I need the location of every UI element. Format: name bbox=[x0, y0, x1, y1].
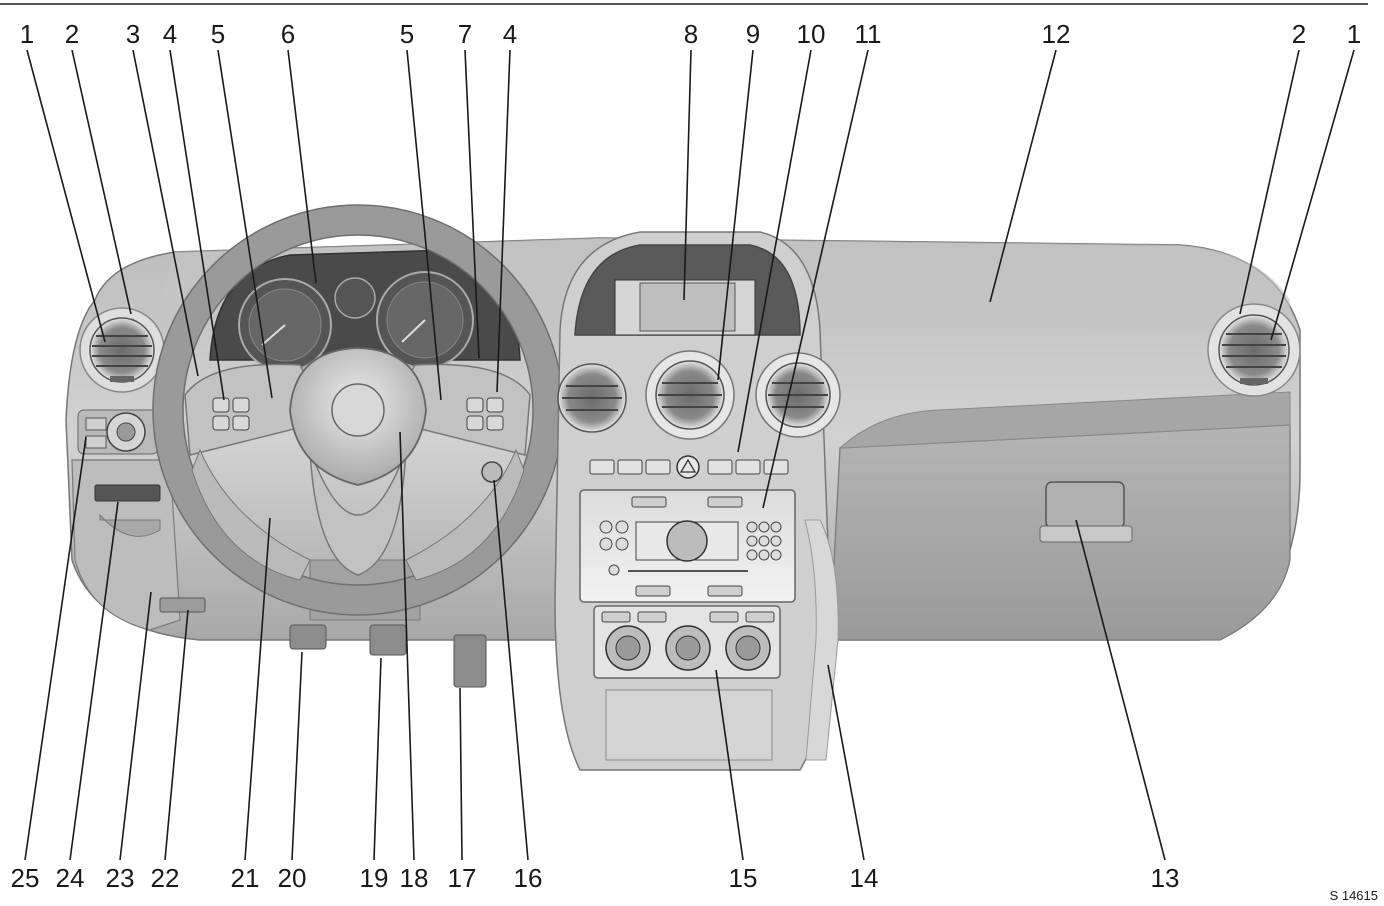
callout-number: 12 bbox=[1042, 19, 1071, 49]
driver-lower-panel bbox=[71, 459, 181, 631]
left-side-vent bbox=[79, 307, 165, 393]
callout-number: 2 bbox=[65, 19, 79, 49]
audio-system bbox=[579, 489, 796, 603]
callout-number: 4 bbox=[163, 19, 177, 49]
callout-number: 1 bbox=[20, 19, 34, 49]
storage-slot bbox=[94, 484, 161, 502]
callout-number: 6 bbox=[281, 19, 295, 49]
instrument-cluster bbox=[209, 249, 521, 372]
callout-number: 15 bbox=[729, 863, 758, 893]
callout-number: 18 bbox=[400, 863, 429, 893]
brake-pedal bbox=[369, 624, 407, 656]
callout-number: 23 bbox=[106, 863, 135, 893]
callout-number: 14 bbox=[850, 863, 879, 893]
console-side-trim bbox=[804, 519, 839, 761]
callout-number: 2 bbox=[1292, 19, 1306, 49]
callout-number: 16 bbox=[514, 863, 543, 893]
climate-control bbox=[593, 605, 781, 679]
callout-number: 13 bbox=[1151, 863, 1180, 893]
callout-number: 11 bbox=[855, 19, 882, 49]
callout-number: 4 bbox=[503, 19, 517, 49]
callout-number: 8 bbox=[684, 19, 698, 49]
callout-number: 20 bbox=[278, 863, 307, 893]
callout-number: 22 bbox=[151, 863, 180, 893]
switch-row bbox=[589, 455, 789, 479]
dashboard-illustration bbox=[65, 204, 1301, 771]
callout-number: 1 bbox=[1347, 19, 1361, 49]
callouts-top: 1 2 3 4 5 6 5 7 4 8 9 10 11 12 2 1 bbox=[20, 19, 1361, 49]
accelerator-pedal bbox=[453, 634, 487, 688]
callout-number: 25 bbox=[11, 863, 40, 893]
callout-number: 17 bbox=[448, 863, 477, 893]
callout-number: 7 bbox=[458, 19, 472, 49]
callout-number: 9 bbox=[746, 19, 760, 49]
console-storage bbox=[605, 689, 773, 761]
callout-number: 3 bbox=[126, 19, 140, 49]
passenger-trim-strip bbox=[838, 391, 1291, 449]
center-console bbox=[554, 231, 841, 771]
callouts-bottom: 25 24 23 22 21 20 19 18 17 16 15 14 13 bbox=[11, 863, 1180, 893]
ignition-switch bbox=[481, 461, 503, 483]
leader-lines bbox=[24, 49, 1355, 861]
glovebox-handle bbox=[1045, 481, 1125, 529]
callout-number: 10 bbox=[797, 19, 826, 49]
callout-number: 19 bbox=[360, 863, 389, 893]
callout-number: 24 bbox=[56, 863, 85, 893]
hood-release bbox=[159, 597, 206, 613]
clutch-pedal bbox=[289, 624, 327, 650]
figure-reference: S 14615 bbox=[1330, 888, 1378, 903]
callout-number: 21 bbox=[231, 863, 260, 893]
callout-number: 5 bbox=[400, 19, 414, 49]
callout-number: 5 bbox=[211, 19, 225, 49]
centre-vents bbox=[557, 350, 841, 440]
right-side-vent bbox=[1207, 303, 1301, 397]
